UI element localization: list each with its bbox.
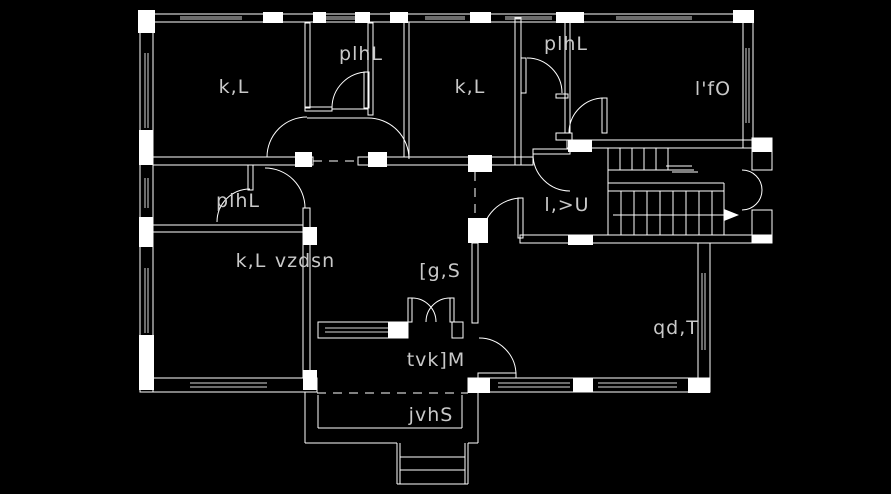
room-label-bottom-right: qd,T <box>653 317 699 339</box>
porch-and-steps <box>304 392 479 485</box>
door-symbols <box>216 57 763 379</box>
room-label-top-right: l'fO <box>695 78 731 100</box>
column-blocks <box>138 10 772 393</box>
room-labels: k,L plhL k,L plhL l'fO plhL l,>U k,L vzd… <box>216 33 731 426</box>
room-label-porch: jvhS <box>408 404 454 426</box>
room-label-left-b: vzdsn <box>275 250 335 272</box>
room-label-bath-1: plhL <box>339 43 383 65</box>
entrance-double-door <box>741 169 763 211</box>
room-label-bottom-mid: tvk]M <box>407 349 466 371</box>
room-label-bath-mid: plhL <box>216 190 260 212</box>
room-label-bath-2: plhL <box>544 33 588 55</box>
french-double-door <box>407 297 455 323</box>
window-symbols <box>144 16 750 388</box>
staircase <box>607 148 739 235</box>
room-label-hall: [g,S <box>419 260 461 282</box>
dashed-opening-lines <box>313 160 476 394</box>
room-label-top-mid: k,L <box>455 76 486 98</box>
room-label-left-a: k,L <box>236 250 267 272</box>
room-label-top-left: k,L <box>219 76 250 98</box>
stair-break-mark <box>666 165 698 173</box>
room-label-lobby: l,>U <box>544 194 589 216</box>
stair-direction-arrow <box>613 209 739 221</box>
